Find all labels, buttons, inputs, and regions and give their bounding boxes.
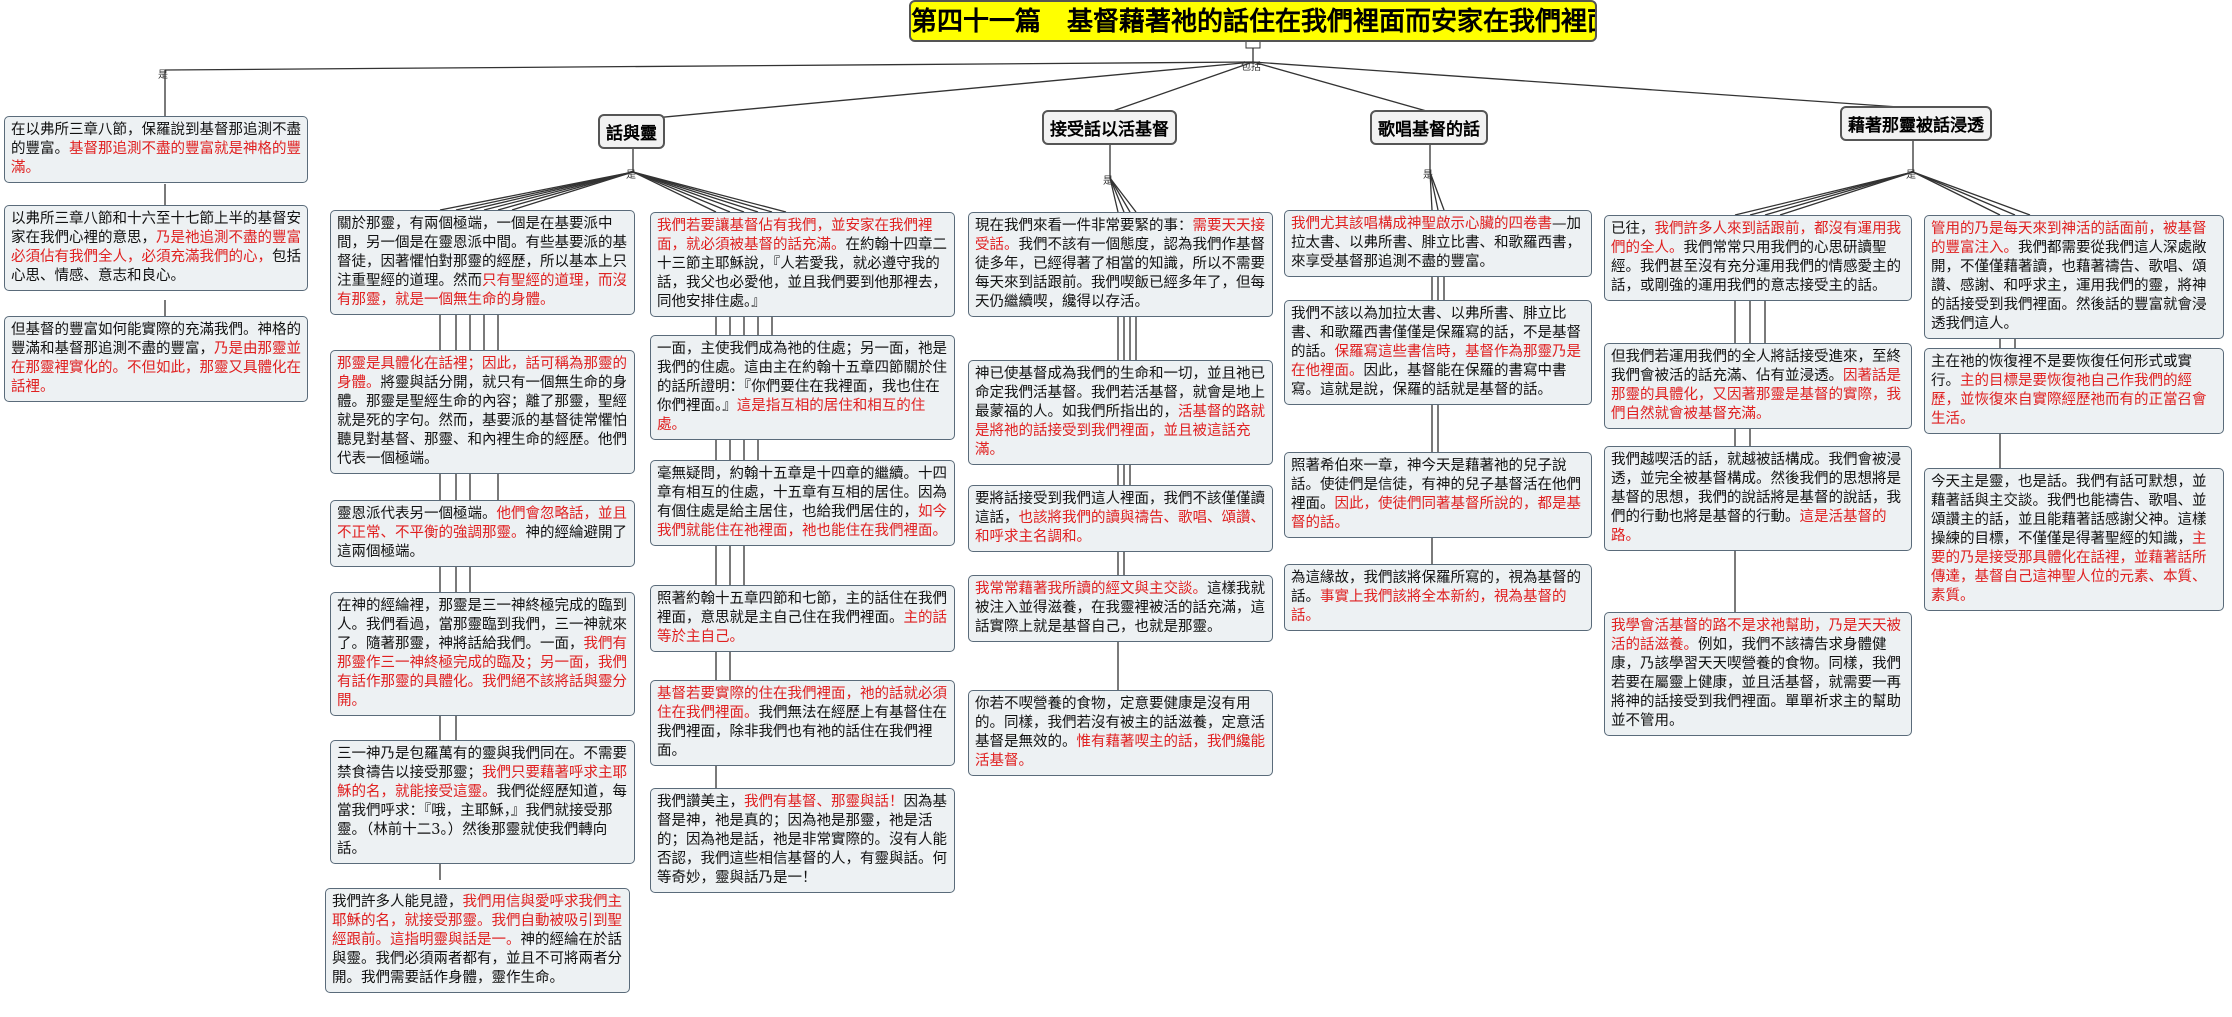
text-node: 我們越喫活的話，就越被話構成。我們會被浸透，並完全被基督構成。然後我們的思想將是…	[1604, 446, 1912, 551]
text-node: 在神的經綸裡，那靈是三一神終極完成的臨到人。我們看過，當那靈臨到我們，三一神就來…	[330, 592, 635, 716]
header-spirit-pray-word: 藉著那靈被話浸透	[1840, 106, 1992, 141]
text-node: 三一神乃是包羅萬有的靈與我們同在。不需要禁食禱告以接受那靈；我們只要藉著呼求主耶…	[330, 740, 635, 864]
page-title: 第四十一篇 基督藉著祂的話住在我們裡面而安家在我們裡面	[909, 0, 1597, 42]
header-sing-word: 歌唱基督的話	[1370, 110, 1488, 145]
connector-label-is: 是	[1906, 170, 1916, 181]
text-node: 我常常藉著我所讀的經文與主交談。這樣我就被注入並得滋養，在我靈裡被活的話充滿，這…	[968, 575, 1273, 642]
connector-label-is: 是	[158, 70, 168, 81]
text-node: 在以弗所三章八節，保羅說到基督那追測不盡的豐富。基督那追測不盡的豐富就是神格的豐…	[4, 116, 308, 183]
text-node: 照著希伯來一章，神今天是藉著祂的兒子說話。使徒們是信徒，有神的兒子基督活在他們裡…	[1284, 452, 1592, 538]
text-node: 基督若要實際的住在我們裡面，祂的話就必須住在我們裡面。我們無法在經歷上有基督住在…	[650, 680, 955, 766]
text-node: 管用的乃是每天來到神活的話面前，被基督的豐富注入。我們都需要從我們這人深處敞開，…	[1924, 215, 2224, 339]
text-node: 毫無疑問，約翰十五章是十四章的繼續。十四章有相互的住處，十五章有互相的居住。因為…	[650, 460, 955, 546]
connector-label-is: 是	[1423, 170, 1433, 181]
text-node: 關於那靈，有兩個極端，一個是在基要派中間，另一個是在靈恩派中間。有些基要派的基督…	[330, 210, 635, 315]
text-node: 以弗所三章八節和十六至十七節上半的基督安家在我們心裡的意思，乃是祂追測不盡的豐富…	[4, 205, 308, 291]
text-node: 我們許多人能見證，我們用信與愛呼求我們主耶穌的名，就接受那靈。我們自動被吸引到聖…	[325, 888, 630, 993]
text-node: 今天主是靈，也是話。我們有話可默想，並藉著話與主交談。我們也能禱告、歌唱、並頌讚…	[1924, 468, 2224, 611]
text-node: 一面，主使我們成為祂的住處；另一面，祂是我們的住處。這由主在約翰十五章四節關於住…	[650, 335, 955, 440]
text-node: 我們不該以為加拉太書、以弗所書、腓立比書、和歌羅西書僅僅是保羅寫的話，不是基督的…	[1284, 300, 1592, 405]
text-node: 要將話接受到我們這人裡面，我們不該僅僅讀這話，也該將我們的讀與禱告、歌唱、頌讚、…	[968, 485, 1273, 552]
header-word-spirit: 話與靈	[598, 114, 665, 149]
text-node: 神已使基督成為我們的生命和一切，並且祂已命定我們活基督。我們若活基督，就會是地上…	[968, 360, 1273, 465]
text-node: 但基督的豐富如何能實際的充滿我們。神格的豐滿和基督那追測不盡的豐富，乃是由那靈並…	[4, 316, 308, 402]
text-node: 為這緣故，我們該將保羅所寫的，視為基督的話。事實上我們該將全本新約，視為基督的話…	[1284, 564, 1592, 631]
text-node: 我們讚美主，我們有基督、那靈與話！因為基督是神，祂是真的；因為祂是那靈，祂是活的…	[650, 788, 955, 893]
connector-label-is: 是	[626, 170, 636, 181]
connector-label-includes: 包括	[1241, 62, 1261, 73]
connector-label-is: 是	[1103, 176, 1113, 187]
text-node: 已往，我們許多人來到話跟前，都沒有運用我們的全人。我們常常只用我們的心思研讀聖經…	[1604, 215, 1912, 301]
text-node: 那靈是具體化在話裡；因此，話可稱為那靈的身體。將靈與話分開，就只有一個無生命的身…	[330, 350, 635, 474]
text-node: 照著約翰十五章四節和七節，主的話住在我們裡面，意思就是主自己住在我們裡面。主的話…	[650, 585, 955, 652]
header-receive-word: 接受話以活基督	[1042, 110, 1177, 145]
text-node: 但我們若運用我們的全人將話接受進來，至終我們會被活的話充滿、佔有並浸透。因著話是…	[1604, 343, 1912, 429]
text-node: 我們若要讓基督佔有我們，並安家在我們裡面，就必須被基督的話充滿。在約翰十四章二十…	[650, 212, 955, 317]
text-node: 我學會活基督的路不是求祂幫助，乃是天天被活的話滋養。例如，我們不該禱告求身體健康…	[1604, 612, 1912, 736]
text-node: 現在我們來看一件非常要緊的事：需要天天接受話。我們不該有一個態度，認為我們作基督…	[968, 212, 1273, 317]
text-node: 主在祂的恢復裡不是要恢復任何形式或實行。主的目標是要恢復祂自己作我們的經歷，並恢…	[1924, 348, 2224, 434]
text-node: 靈恩派代表另一個極端。他們會忽略話，並且不正常、不平衡的強調那靈。神的經綸避開了…	[330, 500, 635, 567]
text-node: 我們尤其該唱構成神聖啟示心臟的四卷書—加拉太書、以弗所書、腓立比書、和歌羅西書，…	[1284, 210, 1592, 277]
text-node: 你若不喫營養的食物，定意要健康是沒有用的。同樣，我們若沒有被主的話滋養，定意活基…	[968, 690, 1273, 776]
